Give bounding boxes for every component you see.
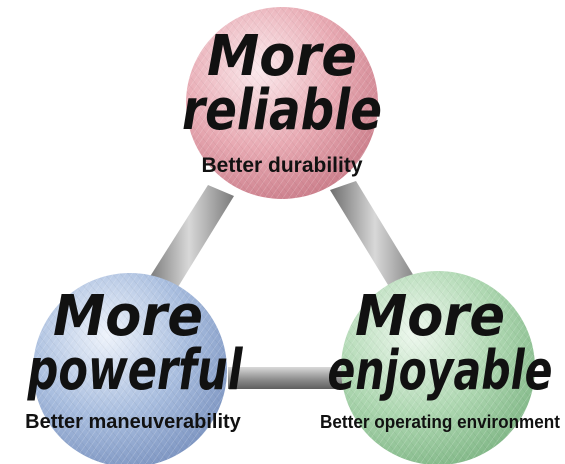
node-more-reliable: More reliable Better durability xyxy=(182,7,382,199)
node-left-line2: powerful xyxy=(27,338,243,403)
circle-top-texture-2 xyxy=(186,7,378,199)
circle-left-texture-2 xyxy=(33,273,227,464)
node-more-powerful: More powerful Better maneuverability xyxy=(25,273,243,464)
node-right-line2: enjoyable xyxy=(328,339,553,402)
node-more-enjoyable: More enjoyable Better operating environm… xyxy=(320,271,560,464)
node-left-subtitle: Better maneuverability xyxy=(25,411,242,433)
node-right-line1: More xyxy=(355,284,505,349)
connector-top-right xyxy=(330,181,420,298)
circle-right-texture-2 xyxy=(341,271,535,464)
node-top-subtitle: Better durability xyxy=(201,154,362,177)
node-top-line1: More xyxy=(207,24,357,89)
node-left-line1: More xyxy=(53,284,203,349)
connectors xyxy=(144,181,420,389)
connector-top-left xyxy=(144,185,234,300)
connector-bottom xyxy=(228,367,356,389)
node-right-subtitle: Better operating environment xyxy=(320,412,560,432)
node-top-line2: reliable xyxy=(182,78,382,143)
